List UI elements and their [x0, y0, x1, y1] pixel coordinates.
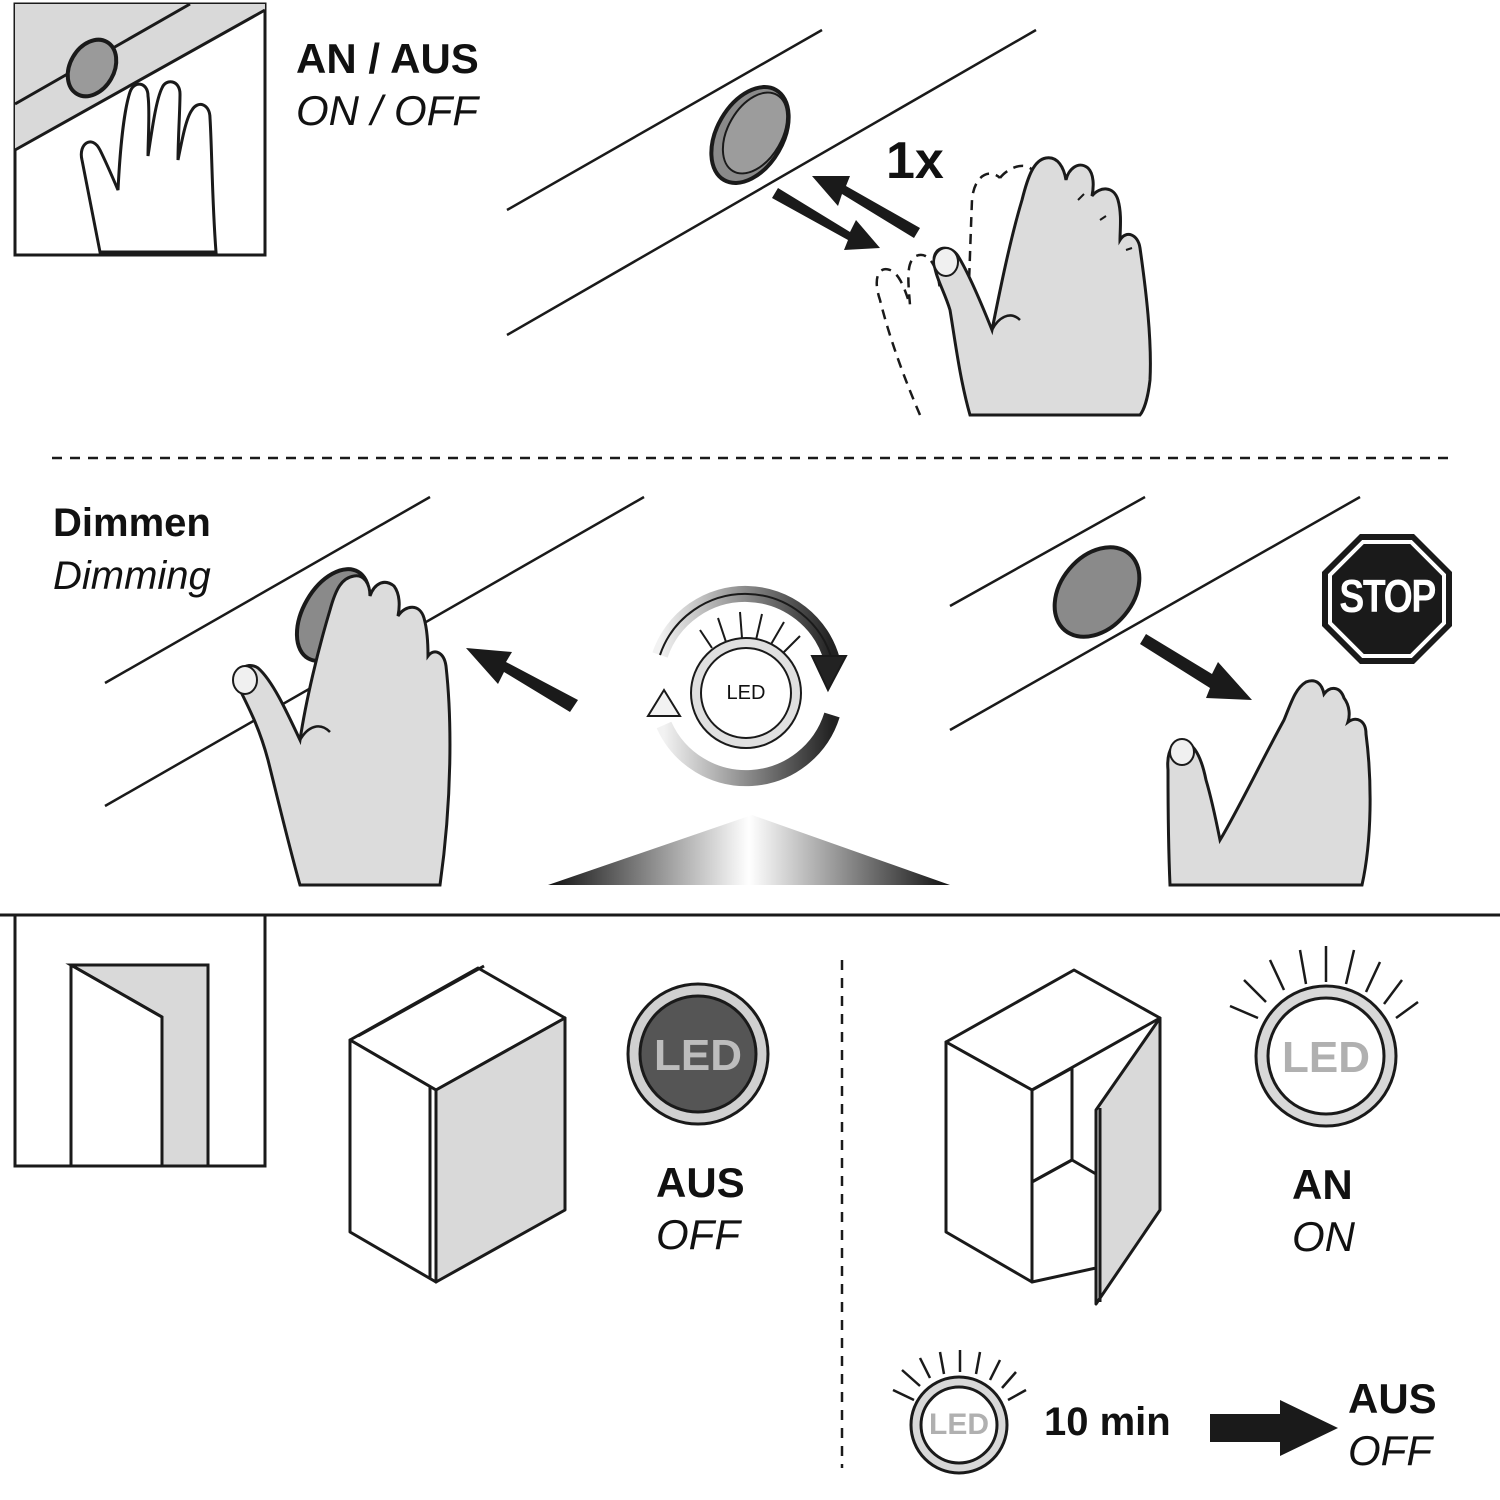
led-off-label: LED	[654, 1031, 742, 1080]
led-on-icon	[1229, 946, 1419, 1128]
open-state-en: ON	[1292, 1213, 1355, 1260]
on-off-inset	[13, 2, 267, 257]
timer-led-label: LED	[929, 1408, 989, 1441]
stop-sign-label: STOP	[1339, 570, 1436, 622]
timer-duration: 10 min	[1044, 1400, 1171, 1444]
stop-sign-icon	[1322, 534, 1452, 664]
hand-top	[932, 156, 1152, 417]
cabinet-closed	[348, 964, 567, 1284]
led-on-label: LED	[1282, 1033, 1370, 1082]
light-beam-gradient	[548, 815, 950, 885]
arrow-toward-sensor-icon	[466, 648, 578, 712]
arrow-right-icon	[1210, 1400, 1338, 1456]
door-inset	[13, 913, 267, 1168]
swipe-arrows-icon	[772, 176, 920, 250]
timer-result-de: AUS	[1348, 1375, 1437, 1422]
on-off-title-de: AN / AUS	[296, 35, 479, 82]
open-state-de: AN	[1292, 1161, 1353, 1208]
led-timer-icon	[892, 1350, 1027, 1475]
sensor-button-top	[709, 85, 791, 185]
cabinet-edge-stop	[949, 495, 1361, 732]
timer-result-en: OFF	[1348, 1427, 1432, 1474]
hand-dimming	[232, 574, 452, 887]
cabinet-open	[944, 968, 1162, 1306]
closed-state-en: OFF	[656, 1211, 740, 1258]
cabinet-edge-top	[506, 28, 1037, 337]
closed-state-de: AUS	[656, 1159, 745, 1206]
dimming-title-de: Dimmen	[53, 501, 211, 545]
on-off-title-en: ON / OFF	[296, 87, 478, 134]
sensor-button-stop	[1052, 545, 1142, 639]
tap-count-label: 1x	[886, 132, 944, 190]
dimming-cycle-icon	[646, 585, 848, 787]
hand-stop	[1166, 679, 1372, 887]
arrow-away-from-sensor-icon	[1140, 634, 1252, 700]
led-off-icon	[626, 982, 770, 1126]
dimming-led-label: LED	[726, 682, 766, 704]
dimming-title-en: Dimming	[53, 554, 211, 598]
